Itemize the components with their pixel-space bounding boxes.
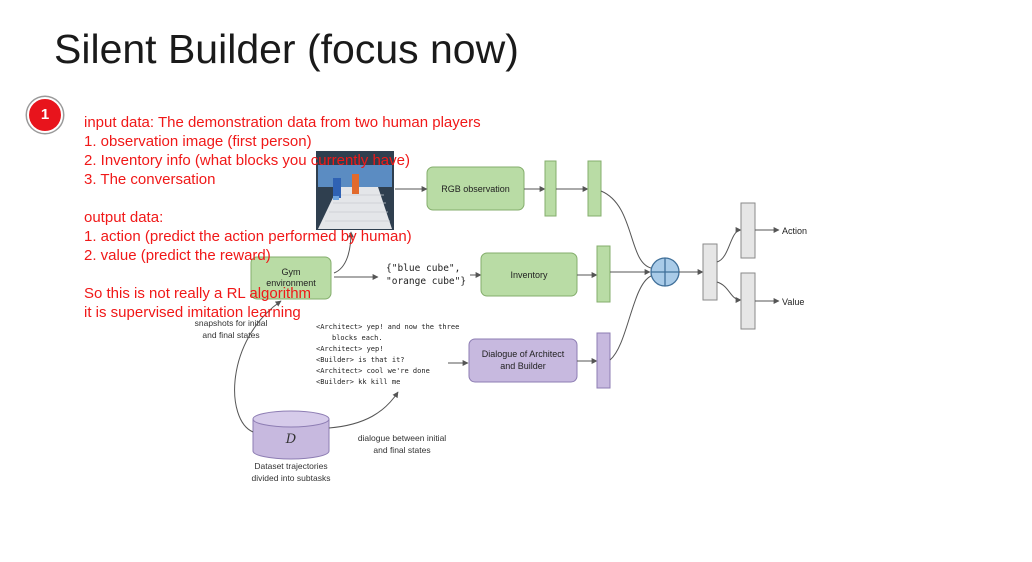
dialogue-line: <Architect> cool we're done <box>316 367 430 375</box>
inventory-json-line-1: {"blue cube", <box>386 263 460 274</box>
input-item-conversation: 3. The conversation <box>84 171 216 188</box>
input-item-observation: 1. observation image (first person) <box>84 133 312 150</box>
value-head-layer <box>740 272 756 330</box>
rgb-observation-label: RGB observation <box>441 184 510 194</box>
gym-label-line-2: environment <box>266 278 316 288</box>
slide-title: Silent Builder (focus now) <box>54 26 519 72</box>
snapshots-label-line-2: and final states <box>202 330 259 340</box>
output-item-action: 1. action (predict the action performed … <box>84 228 412 245</box>
gym-label-line-1: Gym <box>282 267 301 277</box>
dialogue-line: <Architect> yep! <box>316 345 383 353</box>
dataset-label-line-1: Dataset trajectories <box>254 461 327 471</box>
dialogue-line: blocks each. <box>332 334 383 342</box>
rgb-encoder-layer-1 <box>544 160 557 217</box>
dataset-cylinder <box>252 410 330 460</box>
dialogue-box-line-1: Dialogue of Architect <box>482 349 565 359</box>
dialogue-line: <Builder> is that it? <box>316 356 405 364</box>
step-number-badge: 1 <box>27 97 63 133</box>
dataset-label-line-2: divided into subtasks <box>252 473 331 483</box>
dialogue-line: <Architect> yep! and now the three <box>316 323 459 331</box>
dialogue-between-label-line-2: and final states <box>373 445 430 455</box>
inventory-encoder-layer <box>596 245 611 303</box>
dialogue-encoder-layer <box>596 332 611 389</box>
dialogue-box-line-2: and Builder <box>500 361 546 371</box>
action-head-layer <box>740 202 756 259</box>
gym-environment-box <box>250 256 332 300</box>
concatenation-node <box>650 257 680 287</box>
rgb-encoder-layer-2 <box>587 160 602 217</box>
snapshots-label-line-1: snapshots for initial <box>195 318 268 328</box>
input-data-heading: input data: The demonstration data from … <box>84 114 481 131</box>
conclusion-line-2: it is supervised imitation learning <box>84 304 301 321</box>
shared-layer <box>702 243 718 301</box>
conclusion-line-1: So this is not really a RL algorithm <box>84 285 312 302</box>
value-output-label: Value <box>782 297 804 307</box>
inventory-box-label: Inventory <box>510 270 548 280</box>
output-item-value: 2. value (predict the reward) <box>84 247 271 264</box>
action-output-label: Action <box>782 226 807 236</box>
dialogue-line: <Builder> kk kill me <box>316 378 400 386</box>
inventory-json-line-2: "orange cube"} <box>386 276 466 287</box>
input-item-inventory: 2. Inventory info (what blocks you curre… <box>84 152 410 169</box>
dialogue-between-label-line-1: dialogue between initial <box>358 433 446 443</box>
observation-image <box>316 151 394 230</box>
dialogue-transcript: <Architect> yep! and now the three block… <box>316 323 459 386</box>
dataset-symbol: D <box>285 432 297 447</box>
output-data-heading: output data: <box>84 209 164 226</box>
